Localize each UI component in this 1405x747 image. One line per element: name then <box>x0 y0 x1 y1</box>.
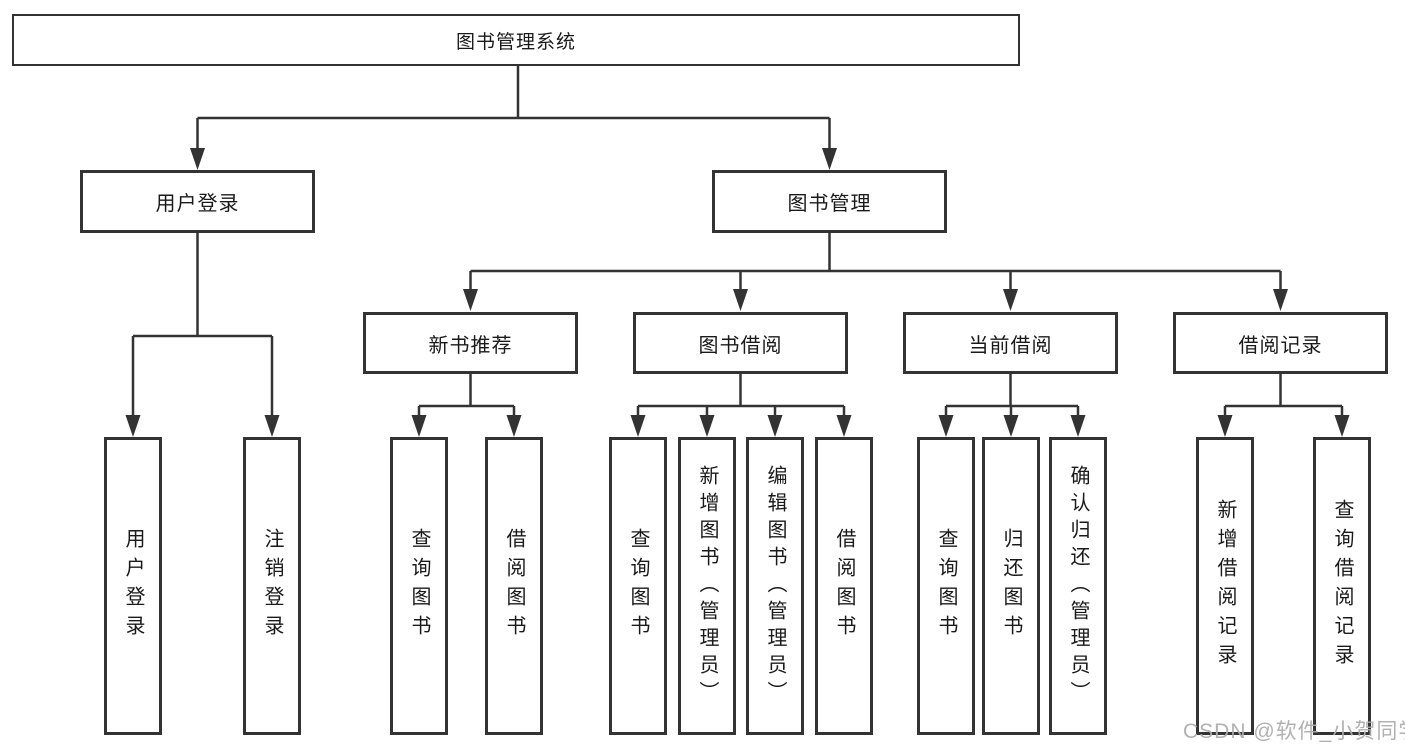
connector-root-to-level2 <box>196 66 831 149</box>
connector-current-borrow-to-leaves <box>944 374 1080 416</box>
leaf-logout: 注销登录 <box>243 437 301 735</box>
connector-user-login-to-leaves <box>131 233 274 416</box>
connector-book-management-to-level3 <box>469 233 1282 291</box>
leaf-add-book-admin: 新增图书（管理员） <box>678 437 736 735</box>
leaf-borrow-book: 借阅图书 <box>815 437 873 735</box>
connector-borrow-records-to-leaves <box>1223 374 1344 416</box>
node-new-book-recommend: 新书推荐 <box>363 312 578 374</box>
leaf-edit-book-admin: 编辑图书（管理员） <box>746 437 804 735</box>
node-book-management: 图书管理 <box>712 170 947 233</box>
leaf-confirm-return-admin: 确认归还（管理员） <box>1049 437 1107 735</box>
leaf-add-borrow-record: 新增借阅记录 <box>1196 437 1254 735</box>
leaf-user-login: 用户登录 <box>104 437 162 735</box>
node-current-borrow: 当前借阅 <box>903 312 1118 374</box>
connector-new-book-recommend-to-leaves <box>417 374 516 416</box>
leaf-query-book-current: 查询图书 <box>917 437 975 735</box>
leaf-query-borrow-record: 查询借阅记录 <box>1313 437 1371 735</box>
watermark: CSDN @软件_小贺同学 <box>1183 720 1405 743</box>
arrowheads <box>125 148 1350 437</box>
node-library-management-system: 图书管理系统 <box>12 14 1020 66</box>
leaf-return-book: 归还图书 <box>982 437 1040 735</box>
node-book-borrow: 图书借阅 <box>633 312 848 374</box>
leaf-borrow-book-recommend: 借阅图书 <box>485 437 543 735</box>
node-borrow-records: 借阅记录 <box>1173 312 1388 374</box>
node-user-login: 用户登录 <box>80 170 315 233</box>
connector-book-borrow-to-leaves <box>636 374 846 416</box>
leaf-query-book-recommend: 查询图书 <box>390 437 448 735</box>
leaf-query-book-borrow: 查询图书 <box>609 437 667 735</box>
